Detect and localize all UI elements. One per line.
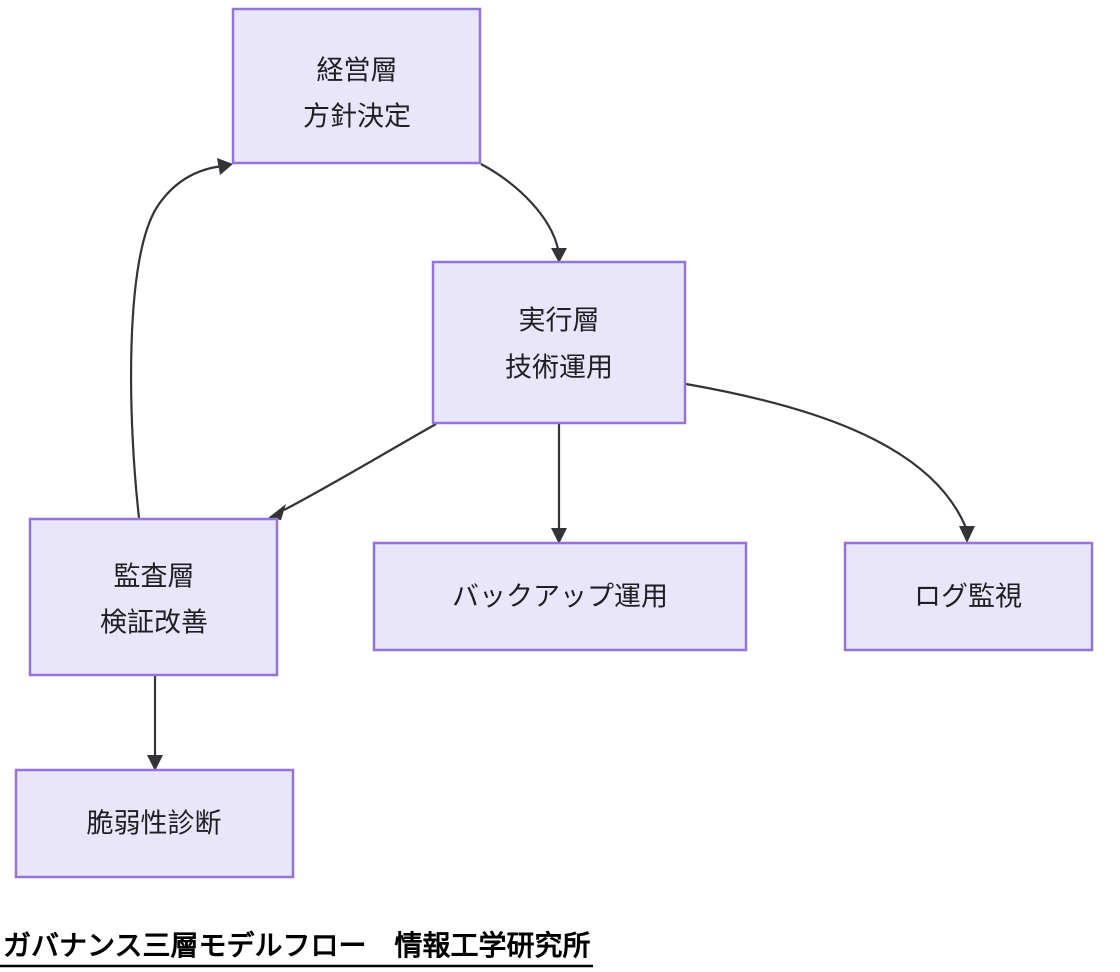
node-execution-label-line2: 技術運用 — [505, 353, 613, 384]
node-audit-label-line2: 検証改善 — [100, 608, 208, 639]
edge-audit-to-vulnscan — [147, 676, 163, 771]
node-execution-label-line1: 実行層 — [519, 306, 600, 337]
edge-audit-to-management-arrowhead — [217, 158, 233, 175]
node-backup[interactable]: バックアップ運用 — [372, 541, 748, 652]
node-audit-box[interactable] — [28, 517, 279, 677]
node-audit-label-line1: 監査層 — [114, 562, 195, 593]
edge-execution-to-audit — [268, 423, 437, 520]
edge-audit-to-vulnscan-arrowhead — [147, 755, 163, 771]
edge-execution-to-backup — [551, 424, 567, 544]
node-logmonitor[interactable]: ログ監視 — [843, 541, 1094, 652]
edge-management-to-execution — [480, 163, 567, 263]
edge-execution-to-logmonitor-arrowhead — [959, 526, 975, 543]
node-management-label-line2: 方針決定 — [303, 102, 411, 133]
edge-execution-to-logmonitor — [685, 382, 975, 543]
edge-audit-to-management — [130, 158, 233, 519]
node-management-box[interactable] — [231, 7, 482, 165]
edge-execution-to-audit-arrowhead — [268, 504, 286, 520]
edge-execution-to-logmonitor-path — [685, 382, 968, 529]
edge-management-to-execution-path — [480, 163, 560, 250]
node-audit[interactable]: 監査層 検証改善 — [28, 517, 279, 677]
node-management[interactable]: 経営層 方針決定 — [231, 7, 482, 165]
node-logmonitor-box[interactable] — [843, 541, 1094, 652]
edge-execution-to-backup-arrowhead — [551, 528, 567, 544]
node-vulnscan-label: 脆弱性診断 — [87, 809, 222, 840]
node-vulnscan-box[interactable] — [14, 768, 295, 879]
node-execution[interactable]: 実行層 技術運用 — [431, 260, 687, 425]
node-management-label-line1: 経営層 — [317, 56, 398, 87]
diagram-caption: ガバナンス三層モデルフロー 情報工学研究所 — [3, 929, 590, 962]
node-backup-label: バックアップ運用 — [452, 582, 668, 613]
node-vulnscan[interactable]: 脆弱性診断 — [14, 768, 295, 879]
caption-block: ガバナンス三層モデルフロー 情報工学研究所 — [0, 929, 593, 968]
node-layer: 経営層 方針決定 実行層 技術運用 監査層 検証改善 バックアップ運用 — [14, 7, 1094, 879]
edge-management-to-execution-arrowhead — [551, 248, 567, 263]
node-execution-box[interactable] — [431, 260, 687, 425]
edge-audit-to-management-path — [130, 164, 224, 519]
edge-execution-to-audit-path — [283, 423, 437, 511]
node-logmonitor-label: ログ監視 — [914, 582, 1022, 613]
node-backup-box[interactable] — [372, 541, 748, 652]
edge-layer — [130, 158, 975, 771]
